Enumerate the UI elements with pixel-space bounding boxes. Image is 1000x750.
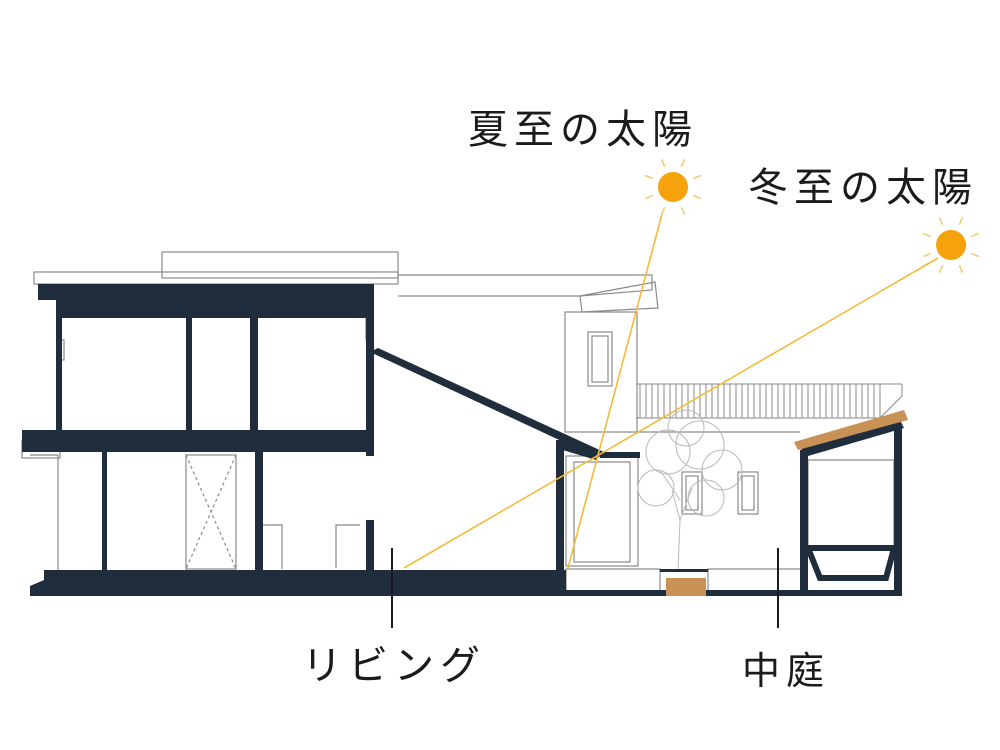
- sun-ray-stroke: [958, 217, 964, 225]
- summer-sun-ray: [567, 213, 663, 569]
- sun-ray-stroke: [923, 252, 931, 258]
- sun-ray-stroke: [680, 159, 686, 167]
- sun-icon: [645, 159, 701, 215]
- back-roof-slope: [579, 281, 659, 313]
- sun-rays: [403, 213, 939, 569]
- door-head: [600, 452, 640, 458]
- sofa-outline: [335, 524, 360, 568]
- sun-ray-stroke: [645, 194, 653, 200]
- sun-ray-stroke: [693, 194, 701, 200]
- sun-ray-stroke: [938, 265, 944, 273]
- parapet-outline: [161, 251, 399, 279]
- sloped-roof: [370, 348, 604, 458]
- courtyard-window-inner: [741, 475, 755, 511]
- upper-partition: [250, 318, 258, 430]
- living-room-label: リビング: [302, 643, 486, 689]
- sun-ray-stroke: [923, 232, 931, 238]
- annex-roof-wood: [794, 410, 908, 450]
- courtyard-label: 中庭: [742, 649, 831, 693]
- sun-ray-stroke: [971, 252, 979, 258]
- label-leaders: [391, 548, 779, 628]
- door-diagonal: [185, 454, 237, 570]
- ground-column: [102, 452, 107, 570]
- winter-sun-label: 冬至の太陽: [748, 165, 978, 211]
- annex-roof: [796, 420, 904, 456]
- summer-sun-label: 夏至の太陽: [468, 107, 698, 153]
- planter-edge: [660, 569, 708, 572]
- deck-outline: [565, 568, 661, 592]
- courtyard-tree: [637, 409, 743, 571]
- sun-ray-stroke: [938, 217, 944, 225]
- ground-partition: [255, 452, 263, 570]
- sun-ray-stroke: [645, 174, 653, 180]
- annex-planter: [803, 545, 898, 581]
- courtyard-window-inner: [685, 475, 699, 511]
- upper-wall-left: [56, 300, 62, 434]
- living-wall: [556, 440, 564, 570]
- sun-ray-stroke: [971, 232, 979, 238]
- back-window-inner: [591, 335, 609, 383]
- annex-wall-right: [894, 428, 902, 596]
- sun-ray-stroke: [958, 265, 964, 273]
- kitchen-counter: [262, 524, 283, 569]
- door-panel: [185, 454, 237, 570]
- back-roof-outline: [398, 274, 653, 297]
- glass-door-inner: [573, 461, 631, 563]
- second-floor-slab: [22, 430, 374, 452]
- wood-elements: [666, 410, 908, 596]
- courtyard-base: [566, 590, 900, 596]
- back-volume-wall: [564, 311, 638, 433]
- upper-wall-right: [366, 300, 374, 456]
- winter-sun-ray: [403, 257, 939, 569]
- roof-beam: [58, 300, 370, 318]
- annex-glass: [807, 459, 895, 549]
- sun-ray-stroke: [660, 207, 666, 215]
- upper-partition: [186, 318, 192, 430]
- glass-door-frame: [565, 455, 639, 567]
- structure-solid: [22, 284, 904, 596]
- deck-outline: [707, 568, 807, 592]
- sofa-back-wall: [366, 520, 374, 570]
- roof-slab: [38, 284, 374, 300]
- courtyard-window: [681, 471, 703, 515]
- sun-ray-stroke: [680, 207, 686, 215]
- back-window: [587, 331, 613, 387]
- courtyard-window: [737, 471, 759, 515]
- sun-ray-stroke: [660, 159, 666, 167]
- annex-wall-left: [800, 450, 808, 596]
- ground-slab: [30, 570, 566, 596]
- sun-icon: [923, 217, 979, 273]
- planter-wood: [666, 578, 706, 596]
- sun-ray-stroke: [693, 174, 701, 180]
- sloped-roof-end: [556, 440, 600, 460]
